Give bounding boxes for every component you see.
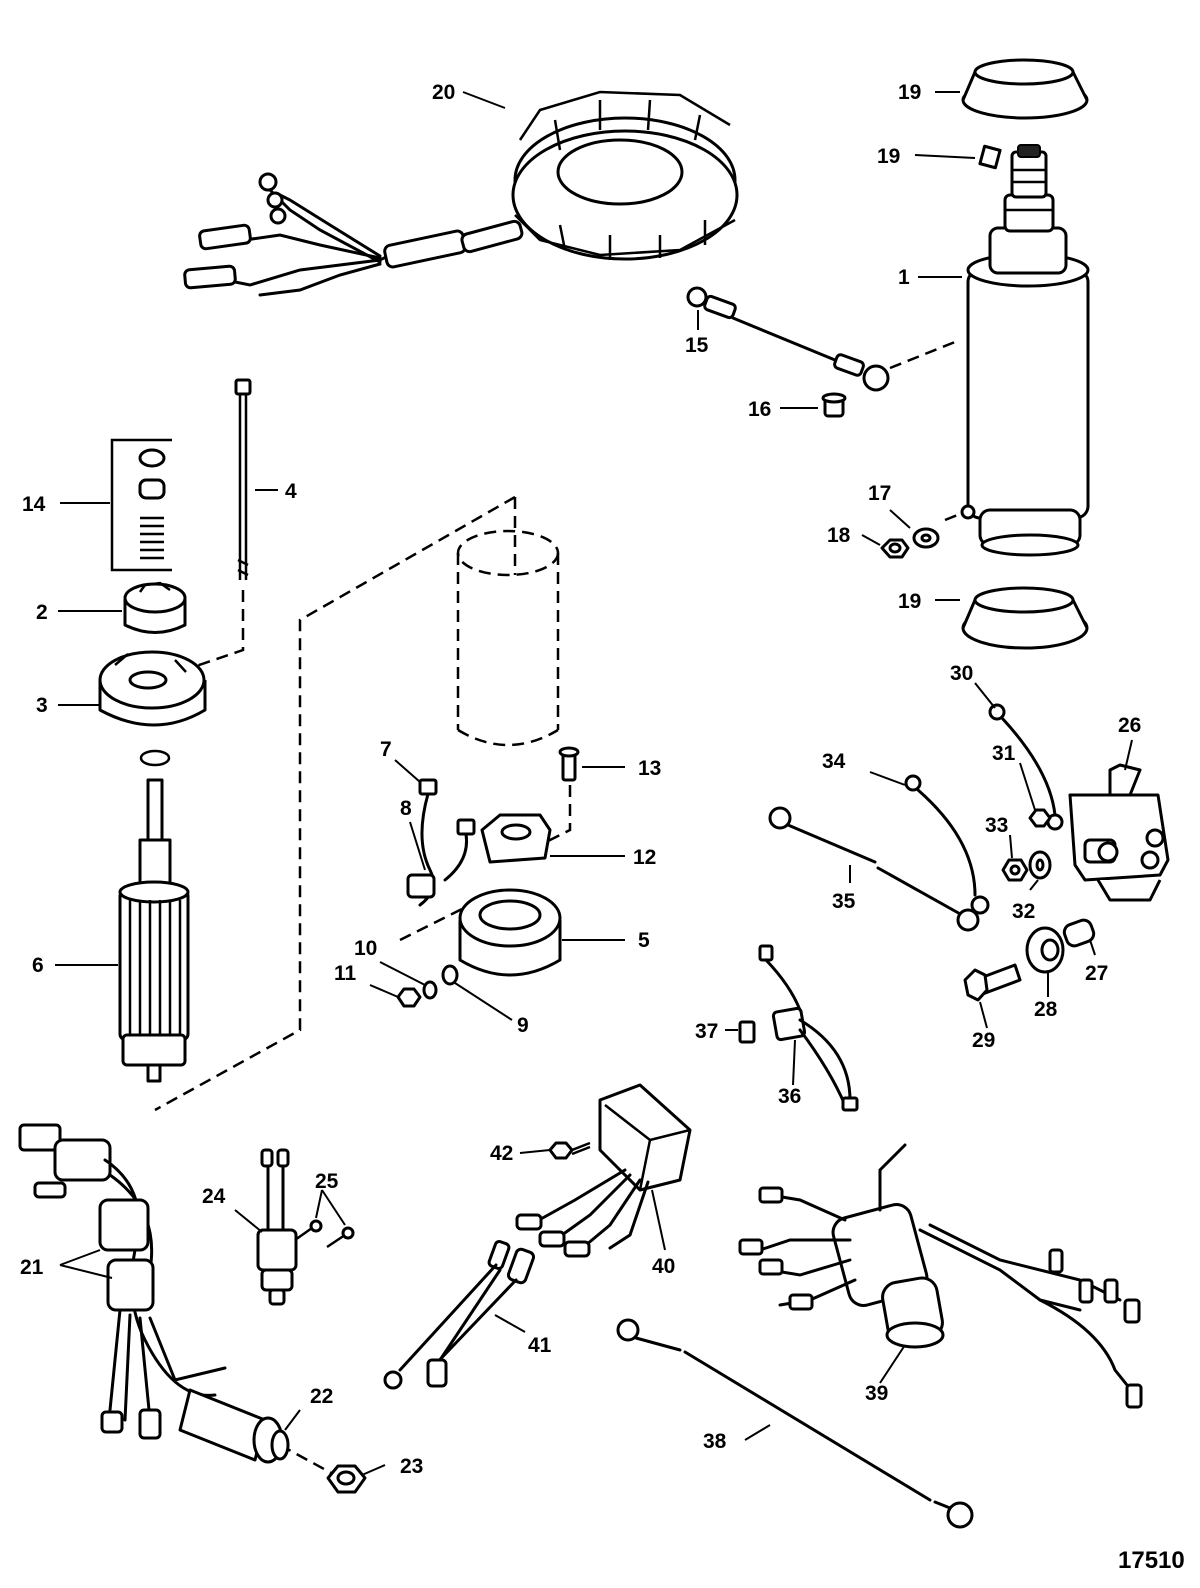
callout-18: 18 (827, 524, 851, 547)
callout-29: 28 (1034, 998, 1058, 1021)
lockwasher-10 (422, 980, 438, 1000)
callout-14: 14 (22, 493, 46, 516)
screw-13 (558, 746, 580, 782)
callout-numbers: 20 19 19 1 15 16 17 18 19 14 4 2 3 6 7 8… (20, 81, 1141, 1478)
cable-15 (686, 286, 890, 392)
solenoid-27 (1068, 763, 1170, 902)
callout-7: 7 (380, 738, 392, 761)
screw-43 (548, 1141, 591, 1160)
lockwasher-33 (1028, 850, 1052, 880)
o-ring (139, 749, 171, 767)
callout-39: 38 (703, 1430, 727, 1453)
bolt-30 (963, 963, 1022, 1002)
callout-41: 40 (652, 1255, 675, 1278)
drawing-number: 17510 (1118, 1547, 1185, 1574)
callout-17: 17 (868, 482, 891, 505)
callout-40: 39 (865, 1382, 888, 1405)
callout-20: 19 (877, 145, 900, 168)
frame-phantom (456, 529, 560, 747)
callout-28: 27 (1085, 962, 1108, 985)
collar-19-top (961, 58, 1089, 120)
drive-2 (123, 581, 187, 634)
callout-9: 9 (517, 1014, 529, 1037)
callout-5: 5 (638, 929, 650, 952)
washer-9 (441, 964, 459, 986)
callout-27: 26 (1118, 714, 1141, 737)
callout-23: 22 (310, 1385, 333, 1408)
nut-11 (396, 987, 422, 1008)
harness-42 (383, 1240, 536, 1390)
callout-22: 21 (20, 1256, 44, 1279)
commutator-end-cap-5 (458, 888, 562, 977)
switch-25 (256, 1148, 298, 1306)
harness-22 (18, 1123, 227, 1440)
armature-6 (118, 778, 190, 1083)
starter-motor-1 (960, 144, 1090, 557)
callout-33: 32 (1012, 900, 1035, 923)
callout-4: 4 (285, 480, 297, 503)
lockwasher-17 (912, 527, 940, 549)
callout-2: 2 (36, 601, 48, 624)
brush-holder-12 (480, 813, 552, 864)
nut-32 (1028, 808, 1052, 828)
spring-kit-14 (110, 438, 172, 572)
stator-21 (183, 90, 739, 297)
callout-19-bottom: 19 (898, 590, 921, 613)
grommet-29 (1025, 926, 1065, 974)
boot-28 (1062, 918, 1096, 948)
callout-31: 30 (950, 662, 973, 685)
callout-26: 25 (315, 1170, 339, 1193)
callout-42: 41 (528, 1334, 552, 1357)
callout-10: 10 (354, 937, 377, 960)
clip-20 (978, 144, 1002, 170)
screws-26 (294, 1219, 355, 1249)
callout-36: 35 (832, 890, 856, 913)
cable-35 (904, 774, 990, 915)
nut-18 (880, 538, 910, 559)
nut-24 (326, 1464, 367, 1494)
key-switch-23 (178, 1388, 290, 1464)
callout-13: 13 (638, 757, 661, 780)
callout-leaders (55, 91, 1133, 1476)
thru-bolt-4 (234, 378, 252, 580)
screw-16 (821, 392, 847, 418)
callout-30: 29 (972, 1029, 995, 1052)
callout-24: 23 (400, 1455, 423, 1478)
end-cap-3 (98, 650, 207, 727)
callout-34: 33 (985, 814, 1008, 837)
brush-leads-7-8 (406, 778, 476, 907)
callout-12: 12 (633, 846, 656, 869)
callout-43: 42 (490, 1142, 513, 1165)
assembly-dashed-lines (154, 338, 966, 1477)
callout-16: 16 (748, 398, 771, 421)
cable-31 (988, 703, 1064, 831)
callout-11: 11 (334, 962, 357, 985)
callout-38: 37 (695, 1020, 718, 1043)
nut-34 (1001, 858, 1029, 882)
callout-35: 34 (822, 750, 846, 773)
callout-6: 6 (32, 954, 44, 977)
collar-19-bottom (961, 586, 1089, 650)
harness-37 (758, 944, 859, 1112)
cable-36 (768, 806, 980, 932)
callout-3: 3 (36, 694, 48, 717)
cable-39 (616, 1318, 974, 1529)
regulator-41 (515, 1083, 692, 1258)
harness-40 (738, 1143, 1143, 1409)
callout-1: 1 (898, 266, 910, 289)
callout-37: 36 (778, 1085, 801, 1108)
clip-38 (738, 1020, 756, 1044)
callout-32: 31 (992, 742, 1016, 765)
callout-15: 15 (685, 334, 709, 357)
callout-19-top: 19 (898, 81, 921, 104)
callout-25: 24 (202, 1185, 226, 1208)
callout-8: 8 (400, 797, 412, 820)
callout-21: 20 (432, 81, 455, 104)
